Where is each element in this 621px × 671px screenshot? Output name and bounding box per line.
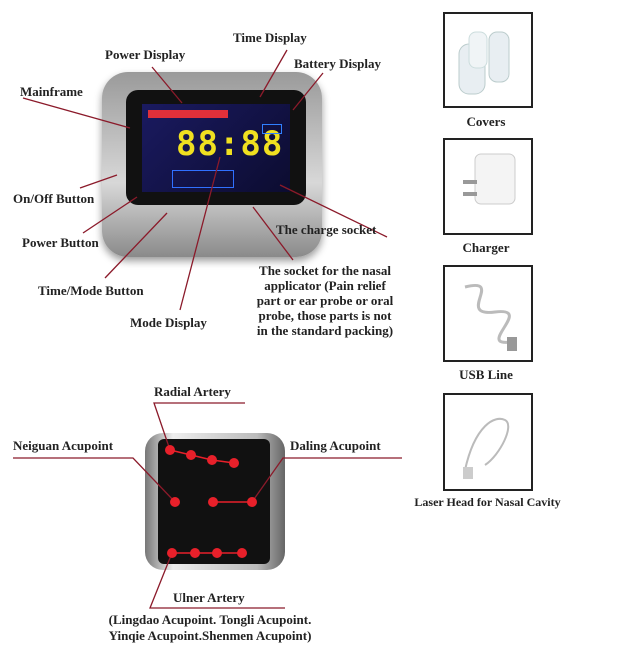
label-charger: Charger [462,240,510,255]
label-charge-socket: The charge socket [276,222,377,237]
label-power-button: Power Button [22,235,99,250]
leader-time-mode [104,212,168,279]
label-ulner-artery: Ulner Artery [173,590,245,605]
label-nasal-socket: The socket for the nasal applicator (Pai… [245,263,405,338]
leader-nasal-socket [252,206,294,261]
laser-dot [186,450,196,460]
label-usb-line: USB Line [459,367,513,382]
laser-dot [247,497,257,507]
leader-daling [251,457,402,503]
laser-dot [237,548,247,558]
leader-mainframe [22,97,131,129]
covers-image [443,12,533,108]
mainframe-device: 88:88 [102,72,322,257]
lcd-display: 88:88 [142,104,290,192]
leader-power-display [151,66,183,104]
leader-power-button [82,196,138,234]
leader-charge-socket [279,184,388,238]
label-time-display: Time Display [233,30,307,45]
label-on-off-button: On/Off Button [13,191,95,206]
nasal-line: in the standard packing) [256,323,394,338]
time-readout: 88:88 [176,124,284,164]
label-neiguan: Neiguan Acupoint [13,438,114,453]
nasal-line: The socket for the nasal [259,263,391,278]
laser-dot [207,455,217,465]
label-mainframe: Mainframe [20,84,83,99]
nasal-line: probe, those parts is not [258,308,392,323]
laser-dot [190,548,200,558]
label-daling: Daling Acupoint [290,438,381,453]
mode-icons [172,170,234,188]
laser-dot [170,497,180,507]
power-bar [148,110,228,118]
leader-time-display [259,49,288,98]
laser-dot [167,548,177,558]
label-battery-display: Battery Display [294,56,382,71]
laser-dot [165,445,175,455]
leader-on-off [79,174,118,189]
laser-dot [208,497,218,507]
label-laser-head: Laser Head for Nasal Cavity [414,495,561,509]
leader-neiguan [13,457,176,503]
laser-head-image [443,393,533,491]
leader-battery-display [292,72,324,111]
label-power-display: Power Display [105,47,186,62]
label-radial-artery: Radial Artery [154,384,231,399]
ulner-line: Yinqie Acupoint.Shenmen Acupoint) [108,628,312,643]
device-screen: 88:88 [126,90,306,205]
laser-dot [212,548,222,558]
ulner-line: (Lingdao Acupoint. Tongli Acupoint. [108,612,312,627]
label-covers: Covers [466,114,506,129]
nasal-line: part or ear probe or oral [256,293,394,308]
leader-mode-display [179,156,221,311]
label-ulner-points: (Lingdao Acupoint. Tongli Acupoint. Yinq… [60,612,360,644]
usb-line-image [443,265,533,362]
label-mode-display: Mode Display [130,315,207,330]
battery-icon [262,124,282,134]
leader-radial [153,402,245,451]
leader-ulner [149,552,285,609]
charger-image [443,138,533,235]
nasal-line: applicator (Pain relief [264,278,386,293]
laser-dot [229,458,239,468]
label-time-mode-button: Time/Mode Button [38,283,144,298]
